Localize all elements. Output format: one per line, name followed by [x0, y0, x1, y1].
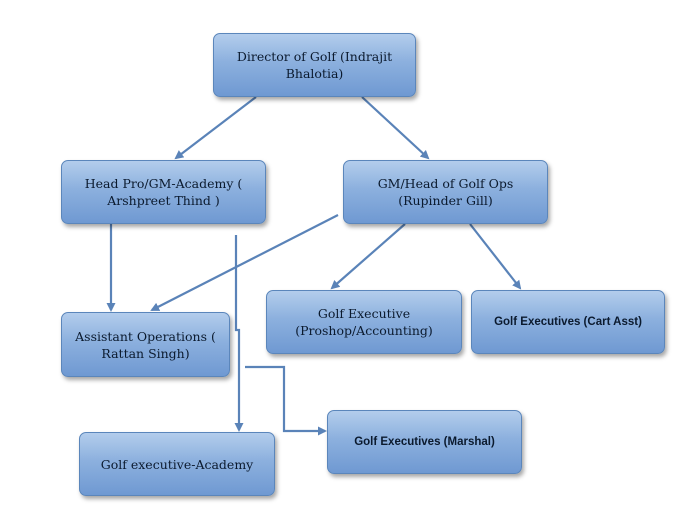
connector-gm-to-proshop	[330, 223, 406, 290]
node-assistant-operations-label: Assistant Operations ( Rattan Singh)	[75, 328, 216, 361]
node-golf-executives-marshal: Golf Executives (Marshal)	[327, 410, 522, 474]
node-golf-executive-proshop-label: Golf Executive (Proshop/Accounting)	[295, 306, 433, 338]
node-golf-executives-cart-asst: Golf Executives (Cart Asst)	[471, 290, 665, 354]
connector-to-marshal	[245, 365, 327, 436]
node-golf-executive-academy-label: Golf executive-Academy	[100, 456, 254, 472]
connector-gm-to-cartasst	[469, 223, 522, 290]
node-gm-head-of-golf-ops-label: GM/Head of Golf Ops (Rupinder Gill)	[377, 176, 514, 208]
node-assistant-operations: Assistant Operations ( Rattan Singh)	[61, 312, 230, 377]
node-head-pro-label: Head Pro/GM-Academy ( Arshpreet Thind )	[84, 176, 243, 208]
node-golf-executives-cart-asst-label: Golf Executives (Cart Asst)	[494, 315, 642, 328]
connector-headpro-to-academy	[234, 235, 244, 432]
node-gm-head-of-golf-ops: GM/Head of Golf Ops (Rupinder Gill)	[343, 160, 548, 224]
node-director-of-golf: Director of Golf (Indrajit Bhalotia)	[213, 33, 416, 97]
node-golf-executive-academy: Golf executive-Academy	[79, 432, 275, 496]
connector-gm-to-assistant	[150, 214, 339, 311]
node-director-of-golf-label: Director of Golf (Indrajit Bhalotia)	[236, 49, 393, 81]
node-golf-executives-marshal-label: Golf Executives (Marshal)	[354, 435, 495, 448]
node-head-pro: Head Pro/GM-Academy ( Arshpreet Thind )	[61, 160, 266, 224]
connector-director-to-gm	[361, 96, 430, 160]
connector-director-to-headpro	[174, 96, 257, 160]
node-golf-executive-proshop: Golf Executive (Proshop/Accounting)	[266, 290, 462, 354]
